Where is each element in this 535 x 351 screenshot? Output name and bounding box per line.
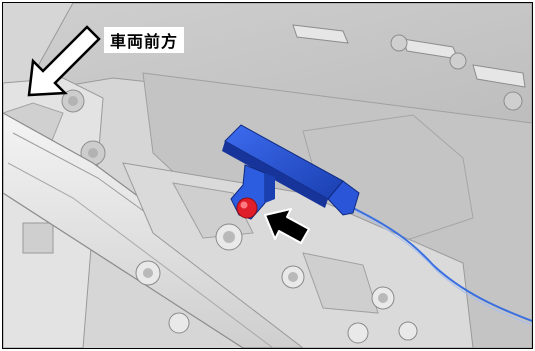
front-direction-arrow-icon [27,25,101,97]
bolt-marker [236,197,258,219]
sensor-wire [352,207,532,322]
sensor-unit [222,124,360,220]
vehicle-front-label: 車両前方 [104,27,185,53]
illustration-drawing [3,3,532,348]
location-pointer-arrow-icon [264,208,310,244]
panel-ribs [292,24,526,111]
